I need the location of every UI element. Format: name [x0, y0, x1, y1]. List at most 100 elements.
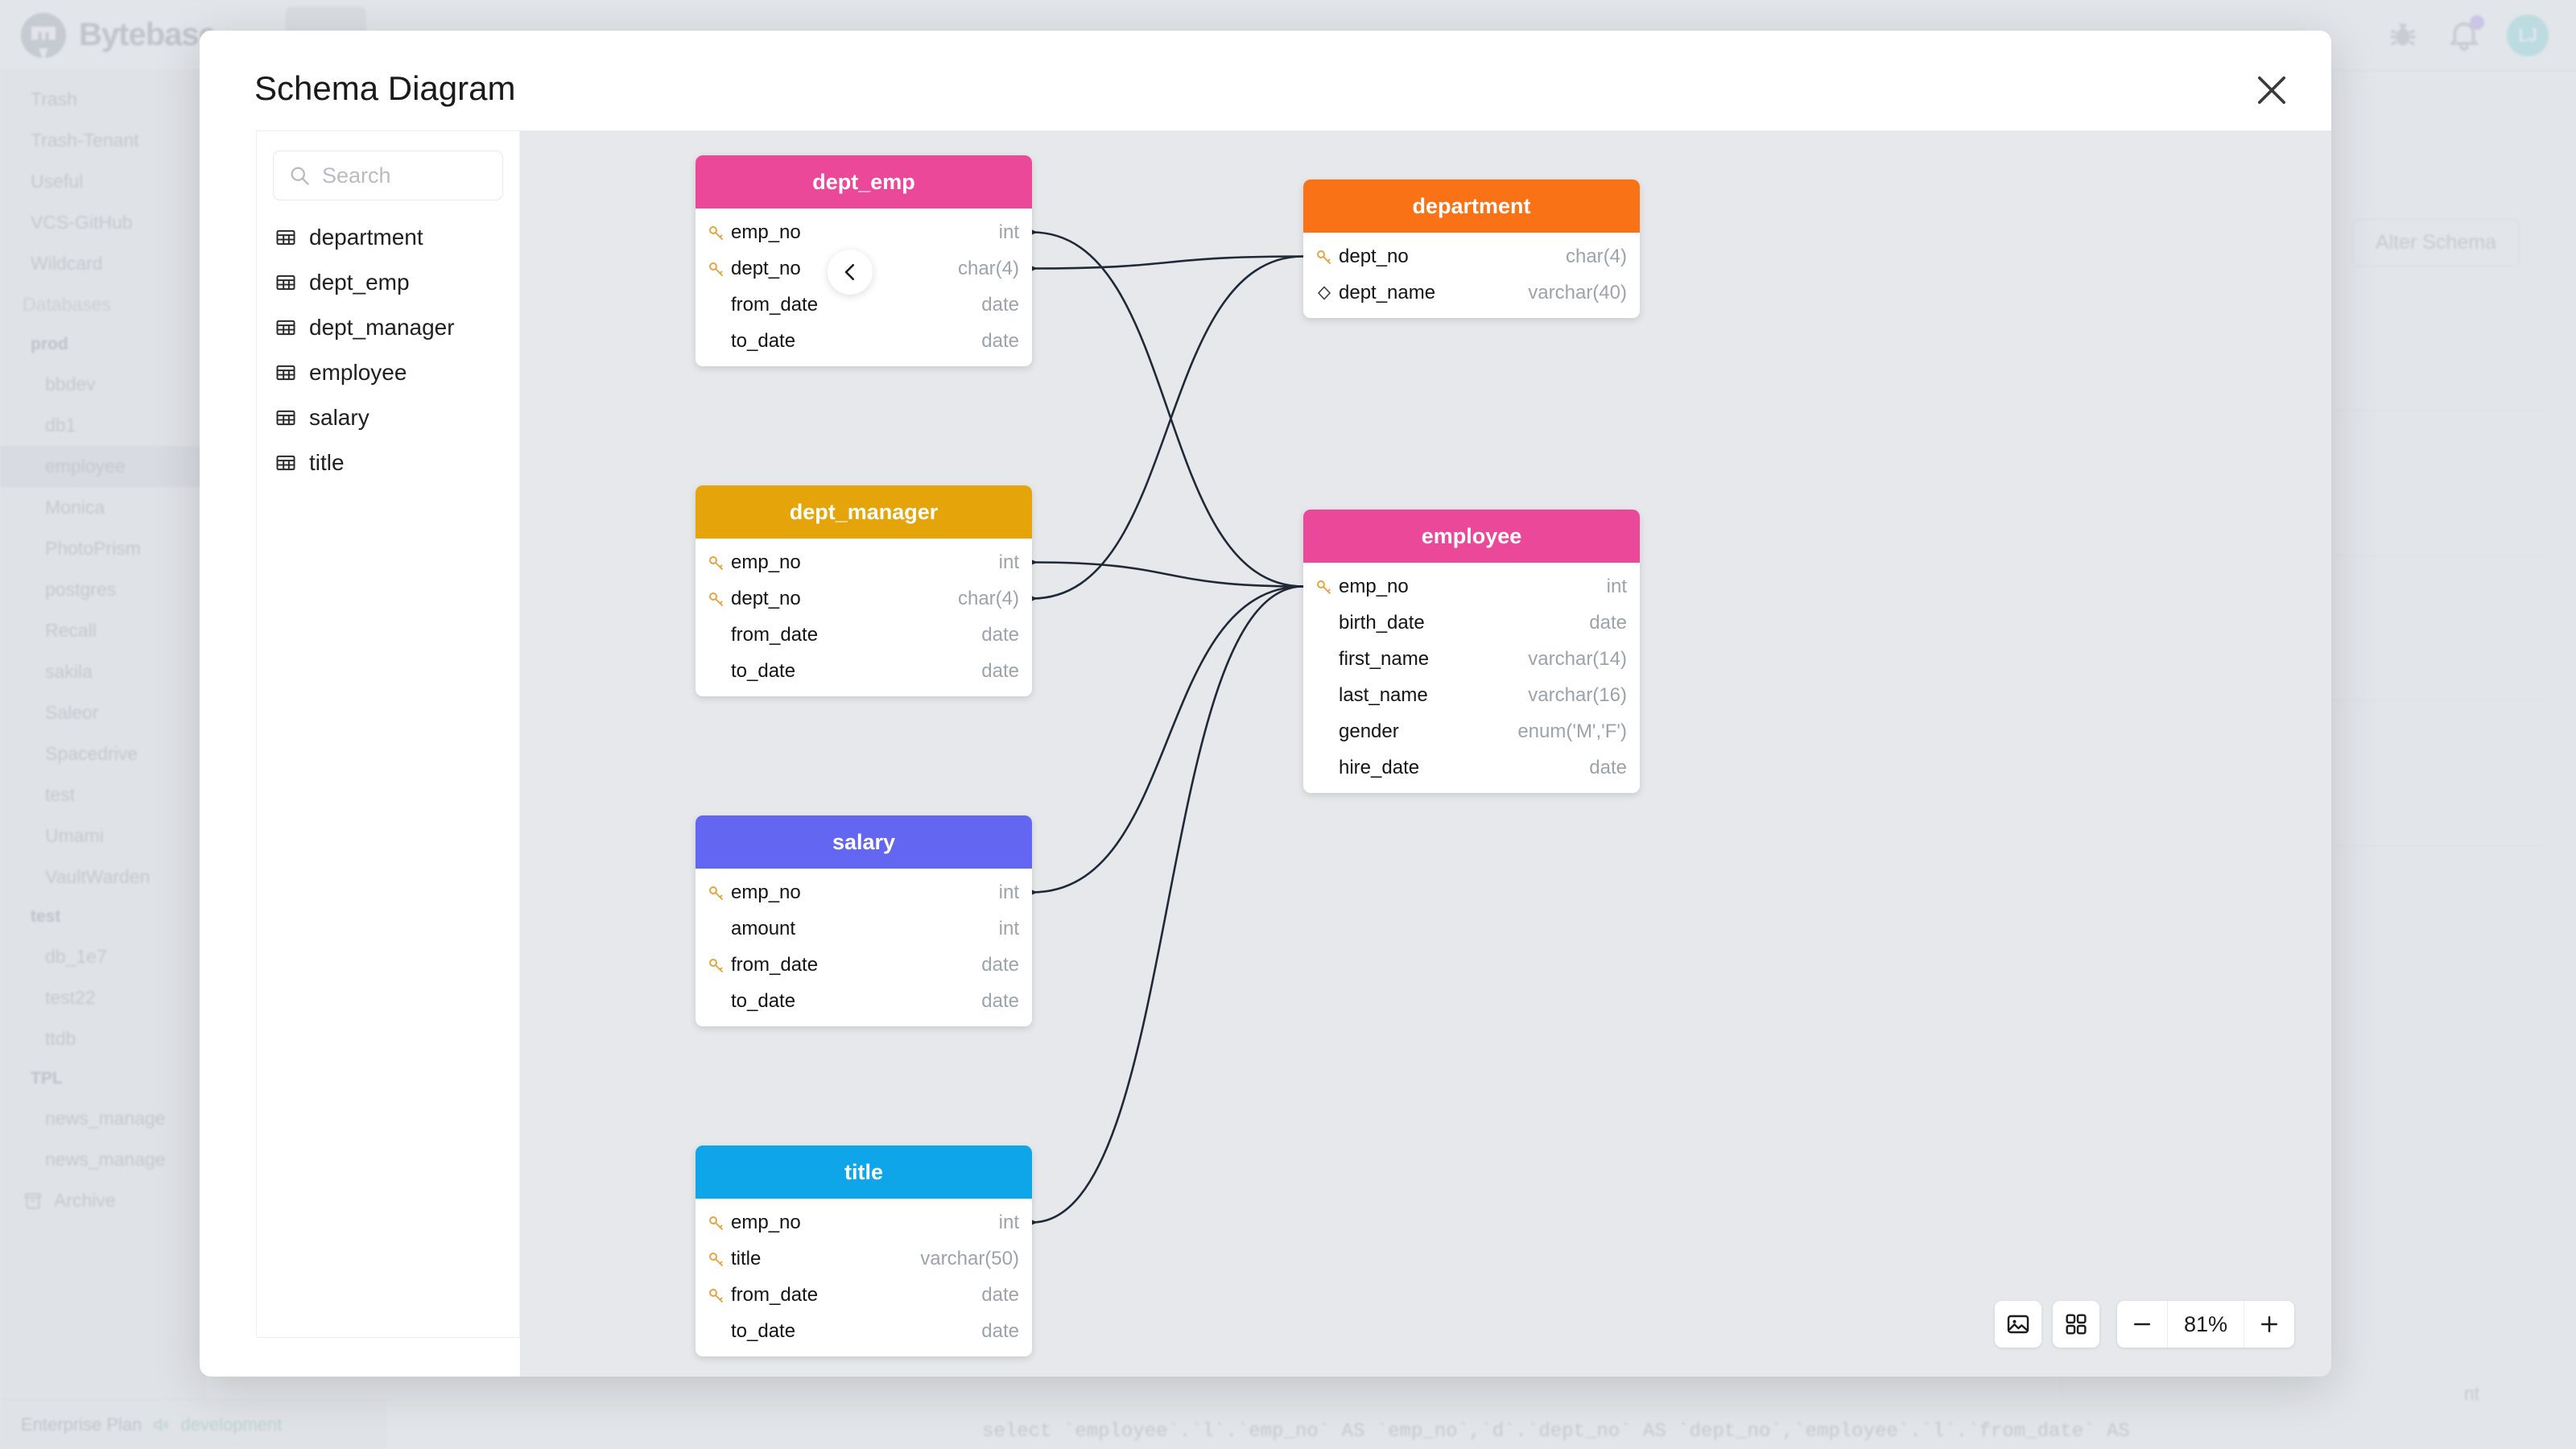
relationship-edge: [1031, 585, 1304, 894]
minus-icon: [2134, 1323, 2150, 1326]
zoom-out-button[interactable]: [2117, 1301, 2167, 1348]
collapse-panel-button[interactable]: [828, 250, 873, 295]
sidebar-item-employee[interactable]: employee: [0, 446, 204, 487]
column-type: date: [1589, 756, 1627, 778]
sidebar-item-sakila[interactable]: sakila: [0, 651, 204, 692]
column-type: char(4): [1565, 245, 1627, 267]
search-box[interactable]: [273, 151, 503, 200]
sidebar-item-monica[interactable]: Monica: [0, 487, 204, 528]
column-type: date: [981, 953, 1019, 976]
alter-schema-button[interactable]: Alter Schema: [2351, 219, 2520, 266]
sidebar-item-recall[interactable]: Recall: [0, 610, 204, 651]
table-list-item-department[interactable]: department: [257, 215, 519, 260]
sidebar-item-test[interactable]: test: [0, 774, 204, 815]
table-list-item-employee[interactable]: employee: [257, 350, 519, 395]
app-logo[interactable]: Bytebase: [0, 12, 217, 58]
sidebar-item-db1[interactable]: db1: [0, 405, 204, 446]
bug-icon[interactable]: [2384, 17, 2421, 54]
key-icon: [709, 225, 723, 240]
brand-wordmark: Bytebase: [79, 17, 217, 52]
table-list-item-dept_manager[interactable]: dept_manager: [257, 305, 519, 350]
node-title: title: [696, 1146, 1032, 1199]
table-list-item-label: salary: [309, 405, 369, 430]
sidebar-item-test[interactable]: test: [0, 898, 204, 936]
bell-icon[interactable]: [2446, 14, 2484, 54]
sidebar-item-databases[interactable]: Databases: [0, 284, 204, 325]
sidebar-item-db-1e7[interactable]: db_1e7: [0, 936, 204, 977]
table-icon: [276, 229, 295, 246]
relationship-edge: [1031, 231, 1304, 588]
sidebar-item-useful[interactable]: Useful: [0, 161, 204, 202]
sidebar-item-spacedrive[interactable]: Spacedrive: [0, 733, 204, 774]
table-list-item-title[interactable]: title: [257, 440, 519, 485]
sidebar-item-photoprism[interactable]: PhotoPrism: [0, 528, 204, 569]
sidebar-item-news-manage[interactable]: news_manage: [0, 1139, 204, 1180]
table-list-item-label: dept_emp: [309, 270, 410, 295]
sidebar-item-umami[interactable]: Umami: [0, 815, 204, 857]
close-icon[interactable]: [2251, 69, 2293, 111]
column-name: dept_no: [731, 587, 801, 609]
column-icon: [707, 1249, 731, 1269]
auto-layout-button[interactable]: [2053, 1301, 2099, 1348]
sidebar-item-vaultwarden[interactable]: VaultWarden: [0, 857, 204, 898]
sidebar-item-archive[interactable]: Archive: [0, 1180, 204, 1221]
sidebar-item-test22[interactable]: test22: [0, 977, 204, 1018]
avatar[interactable]: LJ: [2507, 14, 2549, 56]
export-image-button[interactable]: [1995, 1301, 2041, 1348]
zoom-level-label[interactable]: 81%: [2167, 1301, 2244, 1348]
sidebar-item-prod[interactable]: prod: [0, 325, 204, 364]
sidebar-item-wildcard[interactable]: Wildcard: [0, 243, 204, 284]
sidebar-item-tpl[interactable]: TPL: [0, 1059, 204, 1098]
key-icon: [709, 1288, 723, 1302]
sidebar-item-label: db1: [45, 415, 76, 436]
schema-diagram-dialog: Schema Diagram department dept_emp: [200, 31, 2331, 1377]
sidebar-item-vcs-github[interactable]: VCS-GitHub: [0, 202, 204, 243]
sidebar-item-bbdev[interactable]: bbdev: [0, 364, 204, 405]
sidebar-item-trash[interactable]: Trash: [0, 79, 204, 120]
grid-icon: [2066, 1314, 2087, 1335]
table-list-item-salary[interactable]: salary: [257, 395, 519, 440]
search-input[interactable]: [322, 163, 488, 188]
zoom-in-button[interactable]: [2244, 1301, 2294, 1348]
speaker-icon[interactable]: [151, 1415, 171, 1435]
sidebar-item-postgres[interactable]: postgres: [0, 569, 204, 610]
sidebar-item-saleor[interactable]: Saleor: [0, 692, 204, 733]
sidebar-item-trash-tenant[interactable]: Trash-Tenant: [0, 120, 204, 161]
table-list-item-dept_emp[interactable]: dept_emp: [257, 260, 519, 305]
table-list: department dept_emp dept_manager employe…: [257, 208, 519, 485]
plan-footer: Enterprise Plan development: [0, 1399, 386, 1449]
sidebar-item-news-manage[interactable]: news_manage: [0, 1098, 204, 1139]
sidebar-item-ttdb[interactable]: ttdb: [0, 1018, 204, 1059]
